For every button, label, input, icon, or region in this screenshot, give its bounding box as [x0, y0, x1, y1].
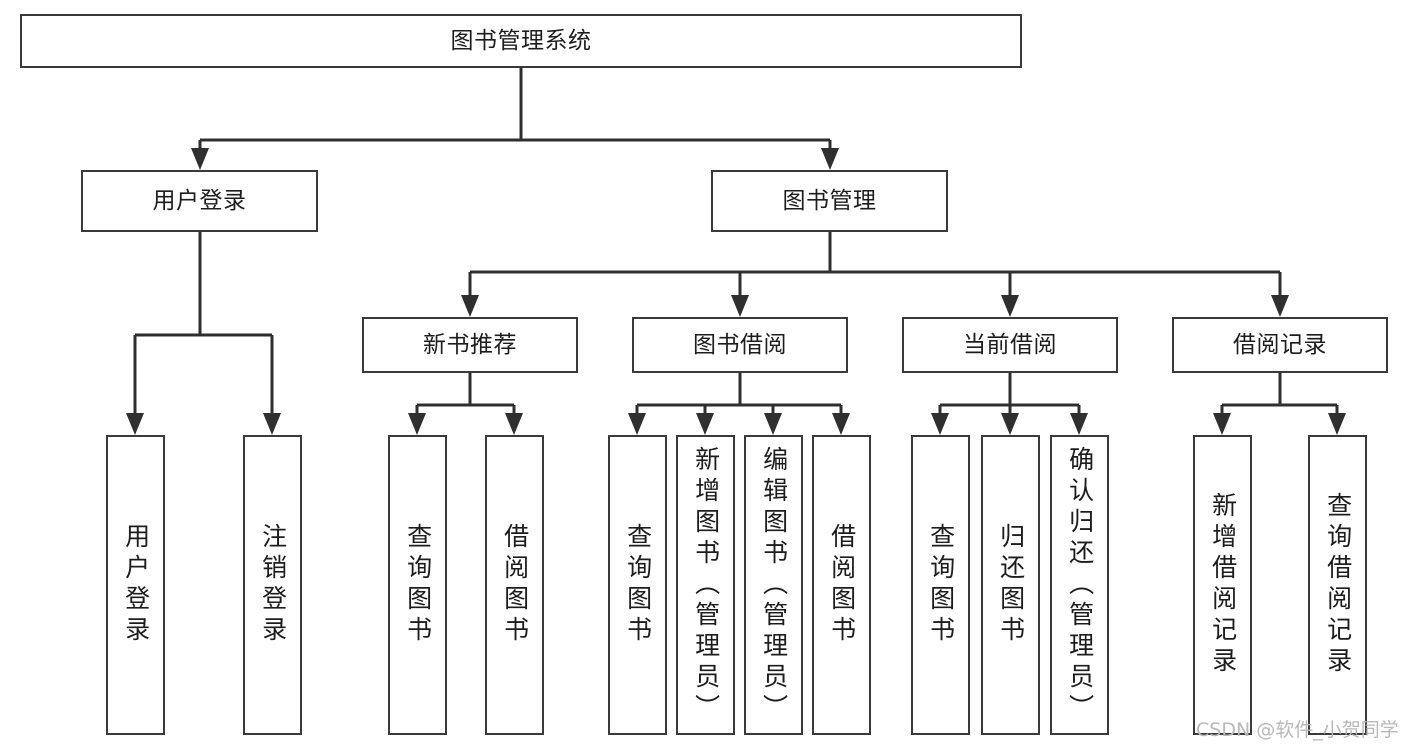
arrow-head-17 — [1213, 413, 1231, 435]
node-label: 用户登录 — [152, 187, 247, 214]
node-leaf-bw-add[interactable]: 新增图书（管理员） — [676, 435, 735, 735]
node-login[interactable]: 用户登录 — [81, 170, 318, 232]
node-label: 查询图书 — [926, 523, 956, 647]
csdn-watermark: CSDN @软件_小贺同学 — [1196, 719, 1399, 741]
node-leaf-bw-edit[interactable]: 编辑图书（管理员） — [744, 435, 803, 735]
arrow-head-3 — [731, 295, 749, 317]
arrow-head-0 — [191, 148, 209, 170]
arrow-head-7 — [263, 413, 281, 435]
node-leaf-bw-query[interactable]: 查询图书 — [608, 435, 667, 735]
node-label: 图书借阅 — [693, 331, 787, 358]
node-label: 图书管理 — [782, 187, 877, 214]
node-label: 新书推荐 — [423, 331, 517, 358]
node-label: 编辑图书（管理员） — [759, 445, 789, 725]
arrow-head-1 — [821, 148, 839, 170]
arrow-head-18 — [1328, 413, 1346, 435]
arrow-head-15 — [1001, 413, 1019, 435]
node-label: 借阅图书 — [827, 523, 857, 647]
node-label: 图书管理系统 — [450, 27, 592, 54]
node-leaf-cur-return[interactable]: 归还图书 — [981, 435, 1040, 735]
arrow-head-2 — [461, 295, 479, 317]
arrow-head-13 — [832, 413, 850, 435]
node-label: 借阅图书 — [500, 523, 530, 647]
node-label: 查询图书 — [403, 523, 433, 647]
node-current[interactable]: 当前借阅 — [902, 317, 1118, 373]
arrow-head-14 — [931, 413, 949, 435]
node-label: 新增图书（管理员） — [691, 445, 721, 725]
node-label: 用户登录 — [121, 523, 151, 647]
node-label: 查询图书 — [623, 523, 653, 647]
arrow-head-9 — [505, 413, 523, 435]
node-leaf-user-logout[interactable]: 注销登录 — [243, 435, 302, 735]
arrow-head-11 — [696, 413, 714, 435]
arrow-head-8 — [408, 413, 426, 435]
node-label: 注销登录 — [258, 523, 288, 647]
node-label: 确认归还（管理员） — [1065, 445, 1095, 725]
node-label: 借阅记录 — [1233, 331, 1327, 358]
arrow-head-16 — [1070, 413, 1088, 435]
node-leaf-cur-confirm[interactable]: 确认归还（管理员） — [1050, 435, 1109, 735]
node-label: 查询借阅记录 — [1323, 492, 1353, 678]
node-leaf-user-login[interactable]: 用户登录 — [106, 435, 165, 735]
node-newbook[interactable]: 新书推荐 — [362, 317, 578, 373]
node-label: 当前借阅 — [963, 331, 1057, 358]
node-leaf-nb-query[interactable]: 查询图书 — [388, 435, 447, 735]
node-leaf-rec-query[interactable]: 查询借阅记录 — [1308, 435, 1367, 735]
arrow-head-4 — [1001, 295, 1019, 317]
arrow-head-10 — [628, 413, 646, 435]
arrow-head-5 — [1271, 295, 1289, 317]
arrow-head-6 — [126, 413, 144, 435]
node-label: 新增借阅记录 — [1208, 492, 1238, 678]
node-bookmgmt[interactable]: 图书管理 — [711, 170, 948, 232]
node-leaf-rec-add[interactable]: 新增借阅记录 — [1193, 435, 1252, 735]
node-borrow[interactable]: 图书借阅 — [632, 317, 848, 373]
node-records[interactable]: 借阅记录 — [1172, 317, 1388, 373]
node-label: 归还图书 — [996, 523, 1026, 647]
node-leaf-bw-borrow[interactable]: 借阅图书 — [812, 435, 871, 735]
node-leaf-cur-query[interactable]: 查询图书 — [911, 435, 970, 735]
node-leaf-nb-borrow[interactable]: 借阅图书 — [485, 435, 544, 735]
node-root[interactable]: 图书管理系统 — [20, 14, 1022, 68]
arrow-head-12 — [764, 413, 782, 435]
